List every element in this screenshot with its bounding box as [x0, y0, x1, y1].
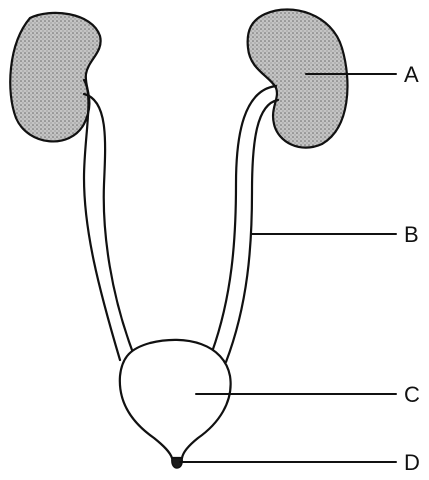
label-a: A [404, 62, 419, 87]
label-d: D [404, 450, 420, 475]
right-ureter-outer-wall [212, 86, 276, 352]
label-c: C [404, 382, 420, 407]
left-ureter-outer-wall [84, 80, 120, 360]
left-ureter-inner-wall [84, 94, 132, 350]
bladder [120, 340, 231, 458]
label-b: B [404, 222, 419, 247]
right-kidney [248, 9, 348, 147]
